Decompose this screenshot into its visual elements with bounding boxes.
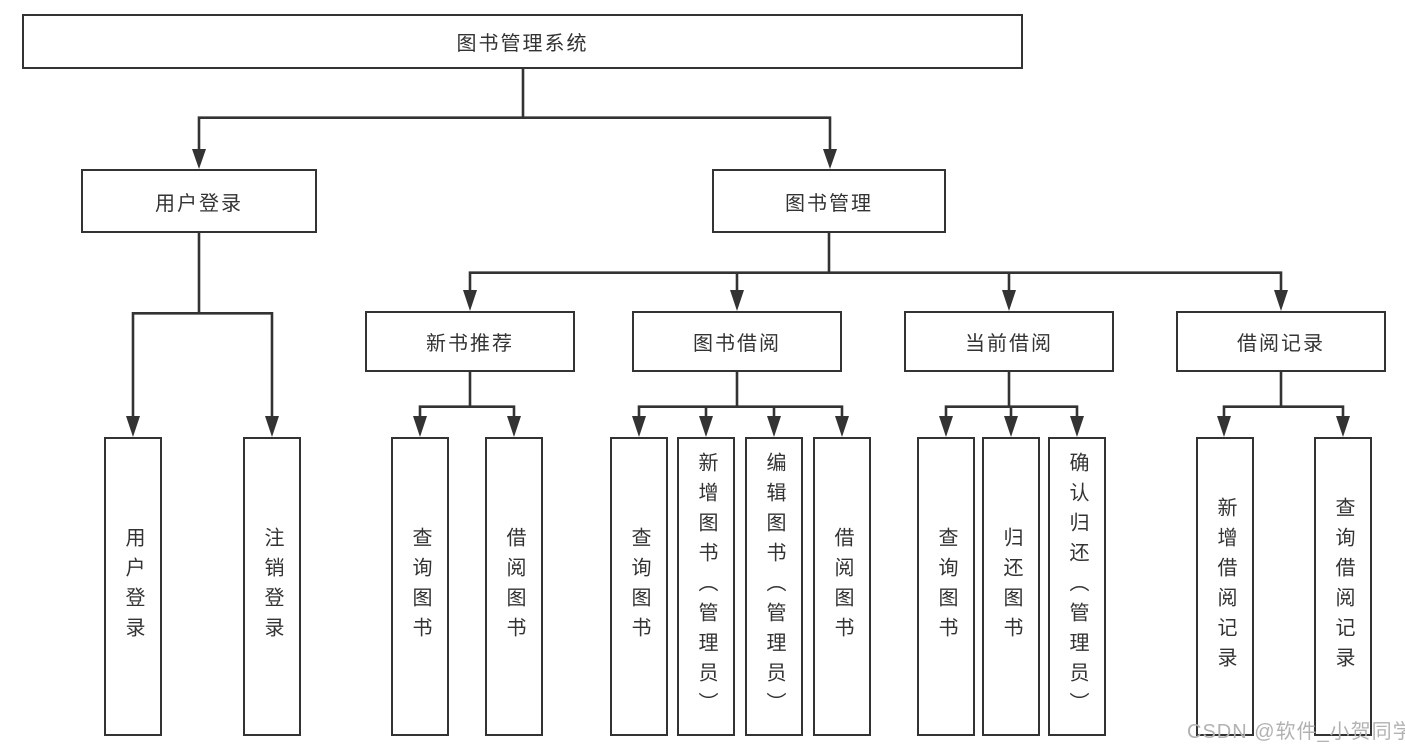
node-current-borrow: 当前借阅	[904, 311, 1114, 372]
leaf-borrow-borrow-books: 借阅图书	[813, 437, 871, 736]
leaf-logout: 注销登录	[243, 437, 301, 736]
leaf-recommend-borrow-books: 借阅图书	[485, 437, 543, 736]
connector-root-to-level2	[192, 69, 837, 169]
connector-records-branch	[1217, 372, 1350, 437]
leaf-borrow-query-books: 查询图书	[610, 437, 668, 736]
connector-borrow-branch	[632, 372, 849, 437]
connector-recommend-branch	[413, 372, 521, 437]
node-book-borrow: 图书借阅	[632, 311, 842, 372]
leaf-edit-book-admin: 编辑图书（管理员）	[745, 437, 803, 736]
leaf-confirm-return-admin: 确认归还（管理员）	[1048, 437, 1106, 736]
connector-user-login-branch	[126, 233, 279, 437]
leaf-user-login: 用户登录	[104, 437, 162, 736]
leaf-add-borrow-record: 新增借阅记录	[1196, 437, 1254, 736]
watermark-text: CSDN @软件_小贺同学	[1187, 721, 1405, 743]
leaf-return-book: 归还图书	[982, 437, 1040, 736]
node-system-root: 图书管理系统	[22, 14, 1023, 69]
connector-book-management-branch	[463, 233, 1288, 311]
node-borrow-records: 借阅记录	[1176, 311, 1386, 372]
leaf-recommend-query-books: 查询图书	[391, 437, 449, 736]
leaf-query-borrow-record: 查询借阅记录	[1314, 437, 1372, 736]
node-new-book-recommend: 新书推荐	[365, 311, 575, 372]
connector-current-branch	[939, 372, 1084, 437]
node-user-login: 用户登录	[81, 169, 317, 233]
node-book-management: 图书管理	[712, 169, 946, 233]
leaf-current-query-books: 查询图书	[917, 437, 975, 736]
leaf-add-book-admin: 新增图书（管理员）	[677, 437, 735, 736]
